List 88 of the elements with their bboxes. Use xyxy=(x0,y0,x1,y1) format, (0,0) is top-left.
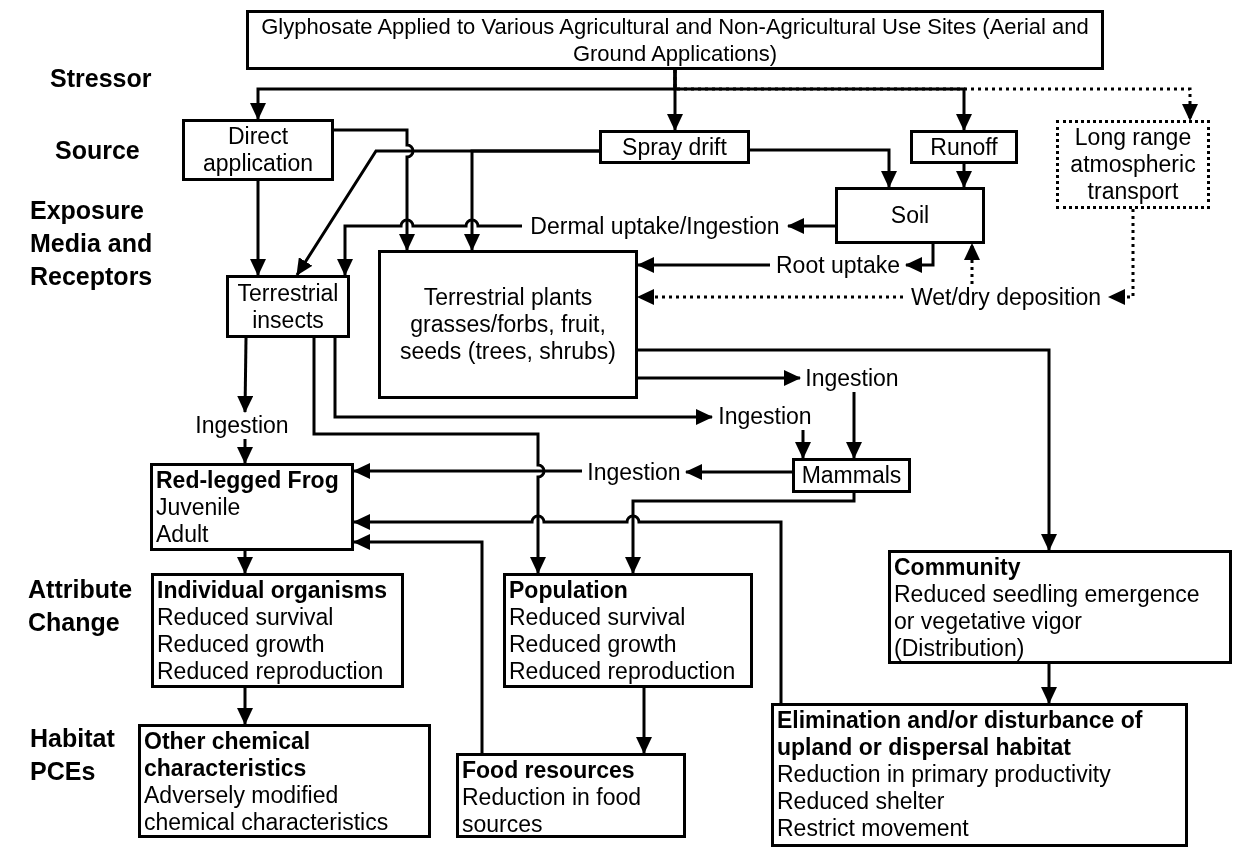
box-text: Reduced reproduction xyxy=(509,658,737,685)
box-text: Terrestrial insects xyxy=(236,279,340,334)
row-heading: Stressor xyxy=(50,63,153,94)
process-box xyxy=(910,130,1018,164)
arrow xyxy=(334,128,415,251)
box-text: Reduced growth xyxy=(157,631,326,658)
dotted-arrow xyxy=(964,243,980,284)
process-box xyxy=(150,463,354,551)
box-heading: Community xyxy=(894,554,1022,581)
box-text: Glyphosate Applied to Various Agricultural and Non-Agricultural Use Sites (Aerial and Ground Applications) xyxy=(260,13,1090,67)
box-text: Runoff xyxy=(930,133,998,161)
process-box xyxy=(503,573,753,688)
arrow xyxy=(638,348,1057,551)
arrow xyxy=(956,164,972,188)
arrow xyxy=(237,337,254,413)
box-text: Reduced survival xyxy=(157,604,335,631)
box-text: Long range atmospheric transport xyxy=(1069,124,1197,205)
arrow xyxy=(637,257,770,273)
box-text: Juvenile xyxy=(156,494,242,521)
arrow xyxy=(237,551,253,574)
process-box xyxy=(182,119,334,181)
flow-label: Root uptake xyxy=(770,252,906,279)
box-text: (Distribution) xyxy=(894,635,1026,662)
arrow xyxy=(464,149,599,251)
arrow xyxy=(353,514,783,703)
arrow xyxy=(638,370,801,386)
box-text: Spray drift xyxy=(622,133,727,161)
arrow xyxy=(250,181,266,276)
flow-label: Ingestion xyxy=(800,365,904,392)
box-text: Reduced seedling emergence or vegetative vigor xyxy=(894,581,1201,635)
box-text: Soil xyxy=(890,202,930,229)
arrow xyxy=(237,439,253,464)
arrow xyxy=(237,688,253,725)
arrow xyxy=(673,70,972,131)
process-box xyxy=(599,130,750,164)
arrow xyxy=(636,688,652,754)
box-text: Reduced survival xyxy=(509,604,687,631)
dotted-arrow xyxy=(1108,209,1135,305)
arrow xyxy=(1041,664,1057,704)
arrow xyxy=(353,534,484,753)
arrow xyxy=(625,493,856,574)
process-box xyxy=(835,187,985,244)
arrow xyxy=(312,338,546,574)
arrow xyxy=(750,148,897,188)
process-box xyxy=(138,724,431,838)
box-text: Mammals xyxy=(801,462,902,489)
arrow xyxy=(905,244,935,273)
box-heading: Individual organisms xyxy=(157,577,389,604)
box-text: Reduced shelter xyxy=(777,788,946,815)
flow-label: Dermal uptake/Ingestion xyxy=(522,213,788,240)
flow-label: Ingestion xyxy=(582,459,686,486)
box-text: Adversely modified chemical characteristics xyxy=(144,782,390,836)
dotted-process-box xyxy=(1056,120,1210,209)
process-box xyxy=(151,573,404,688)
arrow xyxy=(337,218,522,276)
box-text: Reduction in food sources xyxy=(462,784,642,838)
box-heading: Red-legged Frog xyxy=(156,467,340,494)
process-box xyxy=(226,275,350,338)
row-heading: Attribute Change xyxy=(28,574,134,638)
box-text: Terrestrial plants xyxy=(423,284,593,311)
arrow xyxy=(353,463,582,479)
box-text: Direct application xyxy=(202,123,314,177)
flow-label: Ingestion xyxy=(712,403,818,430)
box-heading: Food resources xyxy=(462,757,636,784)
box-text: Reduced reproduction xyxy=(157,658,385,685)
row-heading: Habitat PCEs xyxy=(30,723,116,787)
box-text: Adult xyxy=(156,521,210,548)
arrow xyxy=(685,464,792,480)
box-heading: Other chemical characteristics xyxy=(144,728,312,782)
arrow xyxy=(846,392,862,459)
box-text: Reduction in primary productivity xyxy=(777,761,1112,788)
box-heading: Elimination and/or disturbance of upland or dispersal habitat xyxy=(777,707,1144,761)
dotted-arrow xyxy=(637,289,903,305)
process-box xyxy=(456,753,686,838)
process-box xyxy=(771,703,1188,847)
box-text: Restrict movement xyxy=(777,815,970,842)
flow-label: Wet/dry deposition xyxy=(903,284,1109,311)
box-text: Reduced growth xyxy=(509,631,678,658)
process-box xyxy=(378,250,638,399)
arrow xyxy=(787,218,835,234)
box-heading: Population xyxy=(509,577,629,604)
row-heading: Exposure Media and Receptors xyxy=(30,195,154,292)
process-box xyxy=(792,458,911,493)
process-box xyxy=(888,550,1232,664)
flow-label: Ingestion xyxy=(190,412,294,439)
box-text: grasses/forbs, fruit, seeds (trees, shrubs) xyxy=(399,311,617,365)
arrow xyxy=(795,430,811,459)
arrow xyxy=(333,338,713,425)
